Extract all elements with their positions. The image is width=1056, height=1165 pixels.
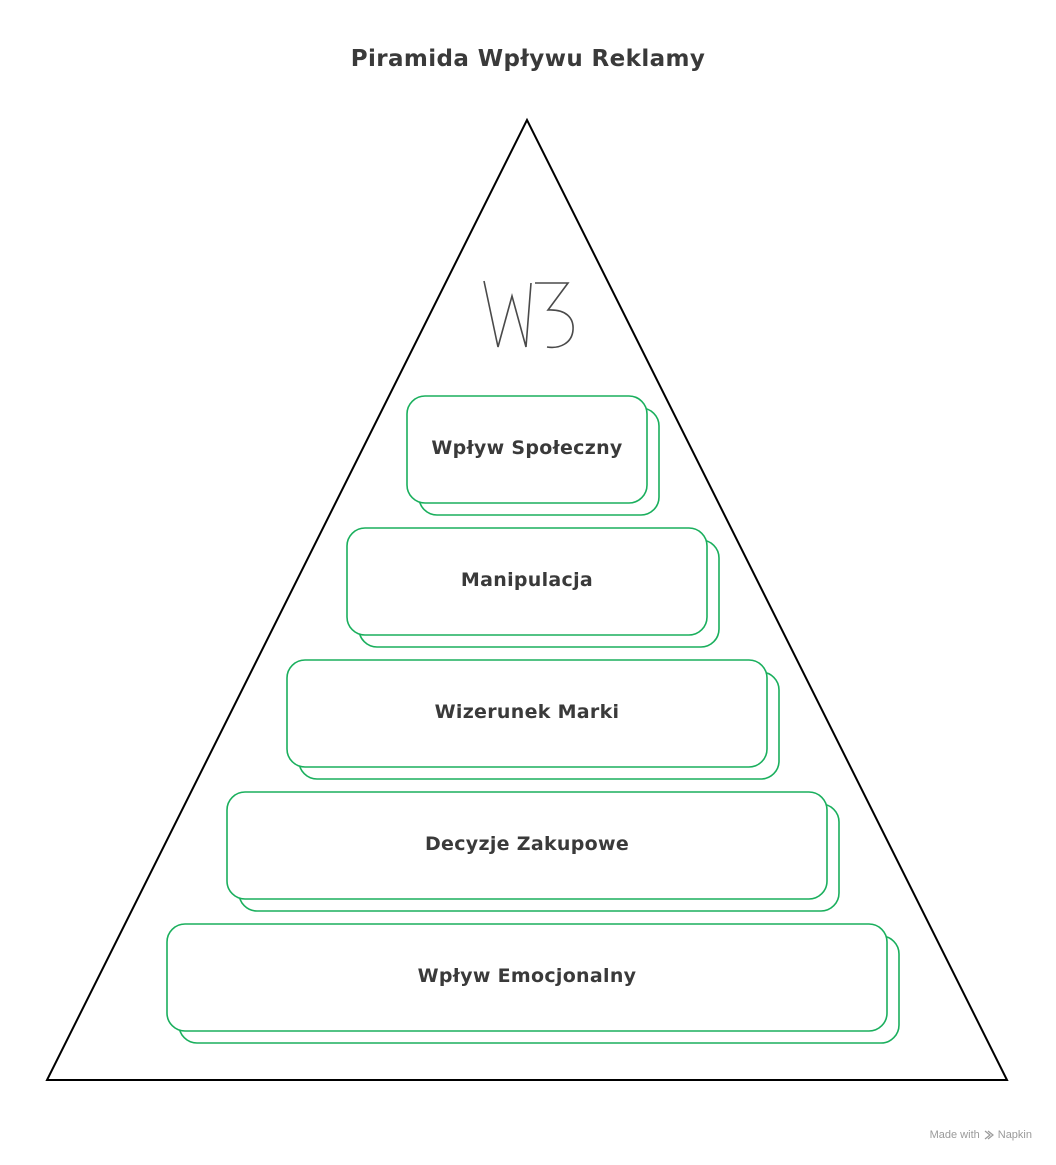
tier-label-emotional-influence: Wpływ Emocjonalny <box>417 965 637 987</box>
tier-label-social-influence: Wpływ Społeczny <box>431 437 623 459</box>
tier-box-purchase-decisions <box>226 791 828 900</box>
tier-label-purchase-decisions: Decyzje Zakupowe <box>424 833 630 855</box>
tier-box-brand-image <box>286 659 768 768</box>
napkin-brand-text: Napkin <box>997 1129 1032 1141</box>
made-with-napkin-watermark: Made with Napkin <box>930 1129 1032 1141</box>
tier-box-social-influence <box>406 395 648 504</box>
diagram-title: Piramida Wpływu Reklamy <box>350 46 706 72</box>
tier-label-brand-image: Wizerunek Marki <box>434 701 620 723</box>
made-with-text: Made with <box>929 1129 980 1141</box>
w3-logo <box>483 280 574 349</box>
tier-box-manipulation <box>346 527 708 636</box>
napkin-logo-icon <box>984 1130 994 1140</box>
tier-label-manipulation: Manipulacja <box>460 569 594 591</box>
tier-box-emotional-influence <box>166 923 888 1032</box>
pyramid-outline <box>45 117 1009 1081</box>
